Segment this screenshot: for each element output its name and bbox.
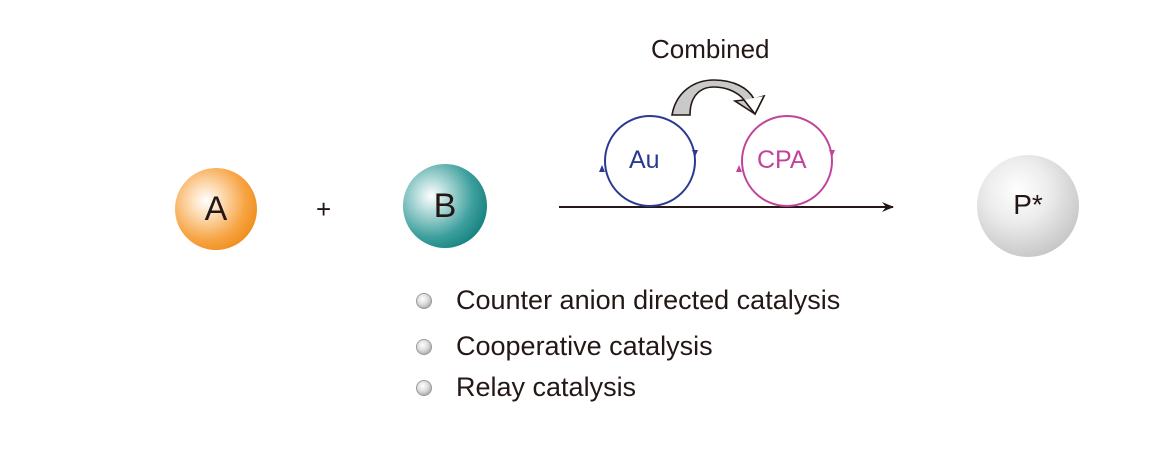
cpa-label: CPA — [757, 146, 807, 174]
mode-label: Relay catalysis — [456, 372, 637, 402]
mode-item: Cooperative catalysis — [416, 331, 713, 362]
reactant-b-label: B — [433, 186, 457, 225]
product-label: P* — [1013, 189, 1043, 220]
combined-label: Combined — [651, 34, 770, 64]
reactant-a: A — [175, 168, 257, 250]
bullet-icon — [416, 379, 432, 396]
combined-arrow — [671, 79, 766, 116]
plus-sign: + — [316, 194, 332, 224]
au-label: Au — [629, 146, 660, 174]
bullet-icon — [416, 338, 432, 355]
mode-label: Cooperative catalysis — [456, 331, 713, 361]
product-p: P* — [977, 155, 1079, 257]
bullet-icon — [416, 292, 432, 309]
mode-item: Relay catalysis — [416, 372, 636, 403]
reactant-a-label: A — [204, 189, 228, 228]
au-catalytic-cycle — [599, 115, 698, 207]
reactant-b: B — [403, 164, 487, 248]
mode-label: Counter anion directed catalysis — [456, 285, 841, 315]
mode-item: Counter anion directed catalysis — [416, 285, 840, 316]
cpa-catalytic-cycle — [736, 115, 835, 207]
